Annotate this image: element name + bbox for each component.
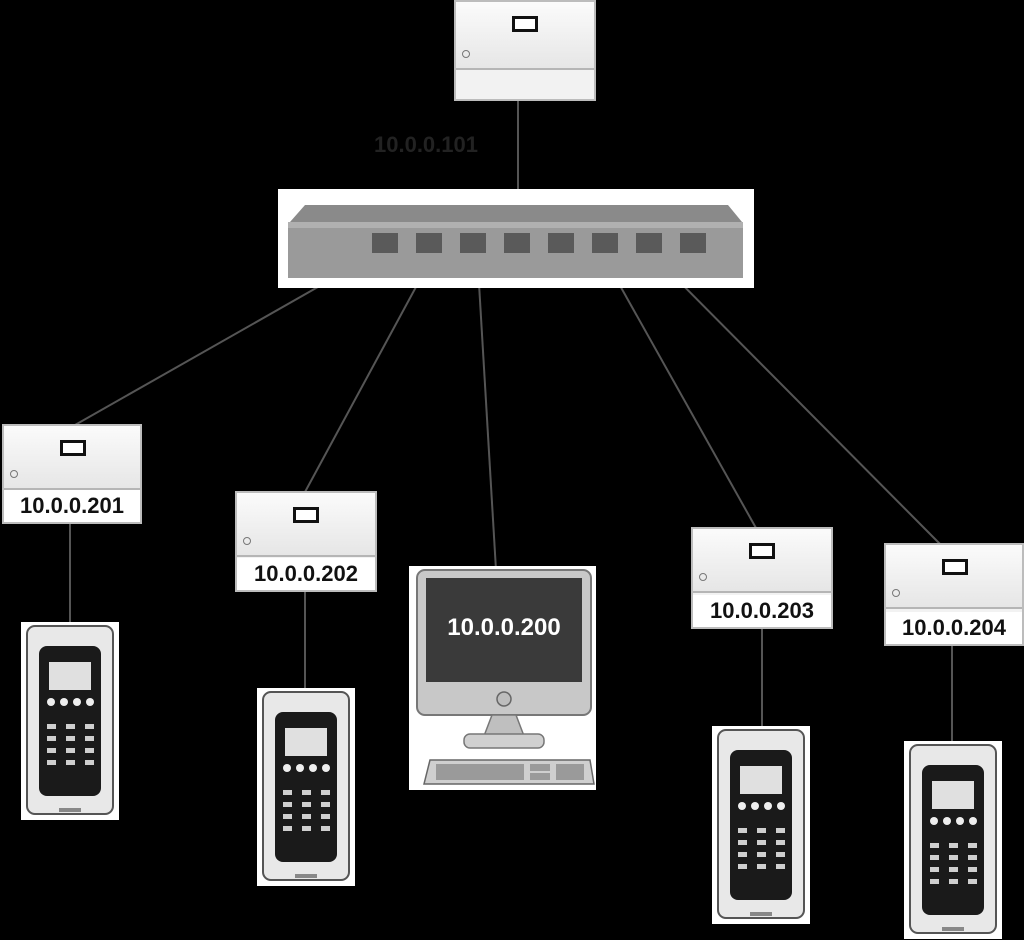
cable-switch-200 (476, 249, 497, 571)
server-ip-label: 10.0.0.101 (374, 132, 478, 157)
monitor-base (463, 733, 545, 749)
switch-ports (372, 233, 706, 253)
cable-switch-202 (304, 249, 437, 493)
door-controller-204: 10.0.0.204 (884, 543, 1024, 646)
door-controller-201: 10.0.0.201 (2, 424, 142, 524)
switch-top (290, 205, 742, 222)
controller-ip-204: 10.0.0.204 (886, 612, 1022, 644)
power-button (496, 691, 512, 707)
door-controller-202: 10.0.0.202 (235, 491, 377, 592)
monitor-screen (426, 578, 582, 682)
keypad-204 (903, 740, 1003, 940)
cable-switch-204 (647, 249, 941, 545)
keypad-202 (256, 687, 356, 887)
door-controller-203: 10.0.0.203 (691, 527, 833, 629)
workstation-ip: 10.0.0.200 (447, 614, 561, 641)
controller-ip-201: 10.0.0.201 (4, 490, 140, 522)
server-controller (454, 0, 596, 101)
keypad-203 (711, 725, 811, 925)
keypad-201 (20, 621, 120, 821)
controller-ip-203: 10.0.0.203 (693, 595, 831, 627)
controller-ip-202: 10.0.0.202 (237, 558, 375, 590)
keyboard (423, 759, 595, 785)
cable-switch-203 (599, 249, 757, 529)
